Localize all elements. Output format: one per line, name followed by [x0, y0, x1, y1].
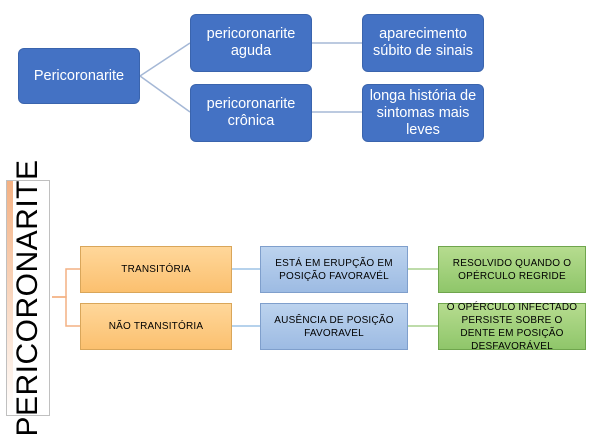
branch-label-aguda: pericoronarite aguda	[206, 26, 296, 59]
root-label: Pericoronarite	[33, 67, 125, 84]
connector-lines	[52, 42, 438, 327]
detail-node-aguda: aparecimento súbito de sinais	[362, 14, 484, 72]
connector-title-nao-transitoria	[52, 296, 80, 327]
detail-node-cronica: longa história de sintomas mais leves	[362, 84, 484, 142]
outcome-label-1: RESOLVIDO QUANDO O OPÉRCULO REGRIDE	[452, 257, 572, 282]
type-label-nao-transitoria: NÃO TRANSITÓRIA	[108, 321, 204, 332]
vertical-title-box: PERICORONARITE	[6, 159, 50, 437]
condition-box-1: ESTÁ EM ERUPÇÃO EM POSIÇÃO FAVORAVÉL	[260, 246, 408, 293]
connector-title-transitoria	[52, 268, 80, 298]
condition-box-2: AUSÊNCIA DE POSIÇÃO FAVORAVEL	[260, 303, 408, 350]
outcome-box-1: RESOLVIDO QUANDO O OPÉRCULO REGRIDE	[438, 246, 586, 293]
type-label-transitoria: TRANSITÓRIA	[121, 264, 191, 275]
outcome-label-2: O OPÉRCULO INFECTADO PERSISTE SOBRE O DE…	[446, 301, 578, 352]
connector-root-cronica	[139, 75, 191, 113]
condition-label-1: ESTÁ EM ERUPÇÃO EM POSIÇÃO FAVORAVÉL	[275, 257, 393, 282]
title-accent-bar	[7, 181, 13, 415]
vertical-title: PERICORONARITE	[11, 159, 44, 437]
branch-label-cronica: pericoronarite crônica	[206, 96, 296, 129]
branch-node-aguda: pericoronarite aguda	[190, 14, 312, 72]
branch-node-cronica: pericoronarite crônica	[190, 84, 312, 142]
detail-label-cronica: longa história de sintomas mais leves	[369, 87, 477, 138]
detail-label-aguda: aparecimento súbito de sinais	[373, 26, 473, 59]
outcome-box-2: O OPÉRCULO INFECTADO PERSISTE SOBRE O DE…	[438, 301, 586, 352]
type-box-transitoria: TRANSITÓRIA	[80, 246, 232, 293]
connector-root-aguda	[139, 42, 191, 77]
condition-label-2: AUSÊNCIA DE POSIÇÃO FAVORAVEL	[274, 314, 394, 339]
root-node: Pericoronarite	[18, 48, 140, 104]
type-box-nao-transitoria: NÃO TRANSITÓRIA	[80, 303, 232, 350]
